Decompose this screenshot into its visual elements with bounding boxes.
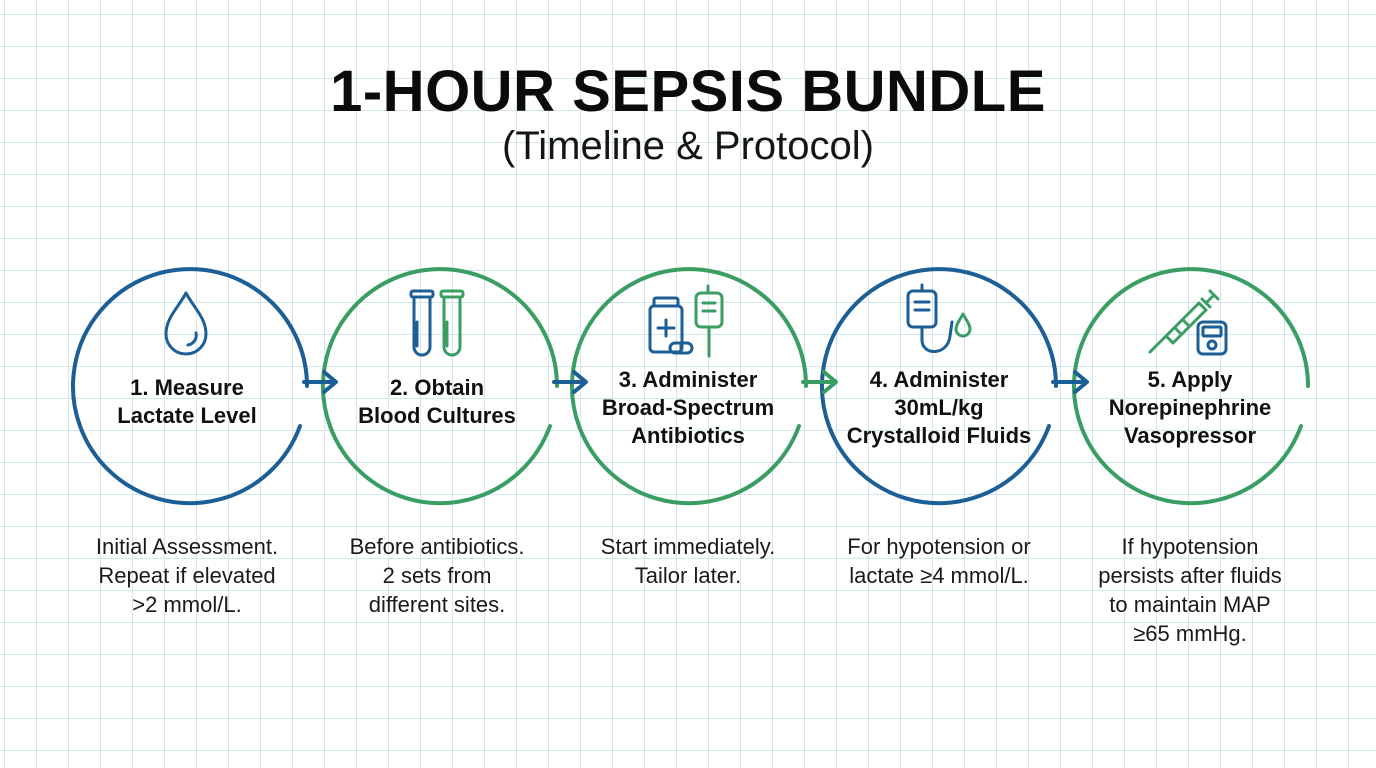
- step-2-description: Before antibiotics. 2 sets from different …: [322, 532, 552, 619]
- step-desc-line: lactate ≥4 mmol/L.: [849, 563, 1029, 588]
- arrow-2-3: [552, 370, 588, 394]
- step-desc-line: persists after fluids: [1098, 563, 1282, 588]
- step-title-line: Crystalloid Fluids: [846, 423, 1032, 448]
- step-title-line: 2. Obtain: [389, 375, 485, 400]
- arrow-1-2: [302, 370, 338, 394]
- medicine-iv-icon: [648, 284, 724, 358]
- step-3-ring: [570, 267, 808, 506]
- step-title-line: 5. Apply: [1147, 367, 1233, 392]
- step-title-line: 3. Administer: [618, 367, 758, 392]
- step-title-line: 1. Measure: [130, 375, 244, 400]
- step-title-line: 30mL/kg: [894, 395, 984, 420]
- step-4-ring: [820, 267, 1058, 506]
- step-desc-line: If hypotension: [1121, 534, 1259, 559]
- step-desc-line: ≥65 mmHg.: [1133, 621, 1247, 646]
- syringe-monitor-icon: [1148, 289, 1228, 356]
- step-desc-line: For hypotension or: [847, 534, 1031, 559]
- step-desc-line: to maintain MAP: [1109, 592, 1271, 617]
- step-desc-line: >2 mmol/L.: [132, 592, 242, 617]
- page-subtitle: (Timeline & Protocol): [502, 124, 874, 168]
- step-desc-line: different sites.: [368, 592, 506, 617]
- step-title-line: Vasopressor: [1123, 423, 1257, 448]
- step-title-line: Blood Cultures: [358, 403, 516, 428]
- step-desc-line: Tailor later.: [634, 563, 742, 588]
- droplet-icon: [164, 291, 208, 356]
- step-1-description: Initial Assessment. Repeat if elevated >2 …: [72, 532, 302, 619]
- arrow-4-5: [1051, 370, 1089, 394]
- step-title-line: Antibiotics: [631, 423, 745, 448]
- step-title-line: Broad-Spectrum: [601, 395, 775, 420]
- step-desc-line: 2 sets from: [382, 563, 492, 588]
- step-5-description: If hypotension persists after fluids to ma…: [1075, 532, 1305, 648]
- step-desc-line: Before antibiotics.: [349, 534, 525, 559]
- step-1-ring: [71, 267, 309, 506]
- step-title-line: Lactate Level: [117, 403, 257, 428]
- step-2-ring: [321, 267, 559, 506]
- step-desc-line: Start immediately.: [600, 534, 776, 559]
- step-desc-line: Repeat if elevated: [98, 563, 276, 588]
- arrow-3-4: [801, 370, 838, 394]
- step-3-description: Start immediately. Tailor later.: [573, 532, 803, 590]
- step-4-description: For hypotension or lactate ≥4 mmol/L.: [824, 532, 1054, 590]
- step-title-line: 4. Administer: [869, 367, 1009, 392]
- iv-bag-icon: [906, 283, 972, 353]
- test-tubes-icon: [409, 289, 465, 357]
- step-desc-line: Initial Assessment.: [95, 534, 279, 559]
- step-5-ring: [1072, 267, 1310, 506]
- page-title: 1-HOUR SEPSIS BUNDLE: [330, 59, 1046, 124]
- step-title-line: Norepinephrine: [1108, 395, 1272, 420]
